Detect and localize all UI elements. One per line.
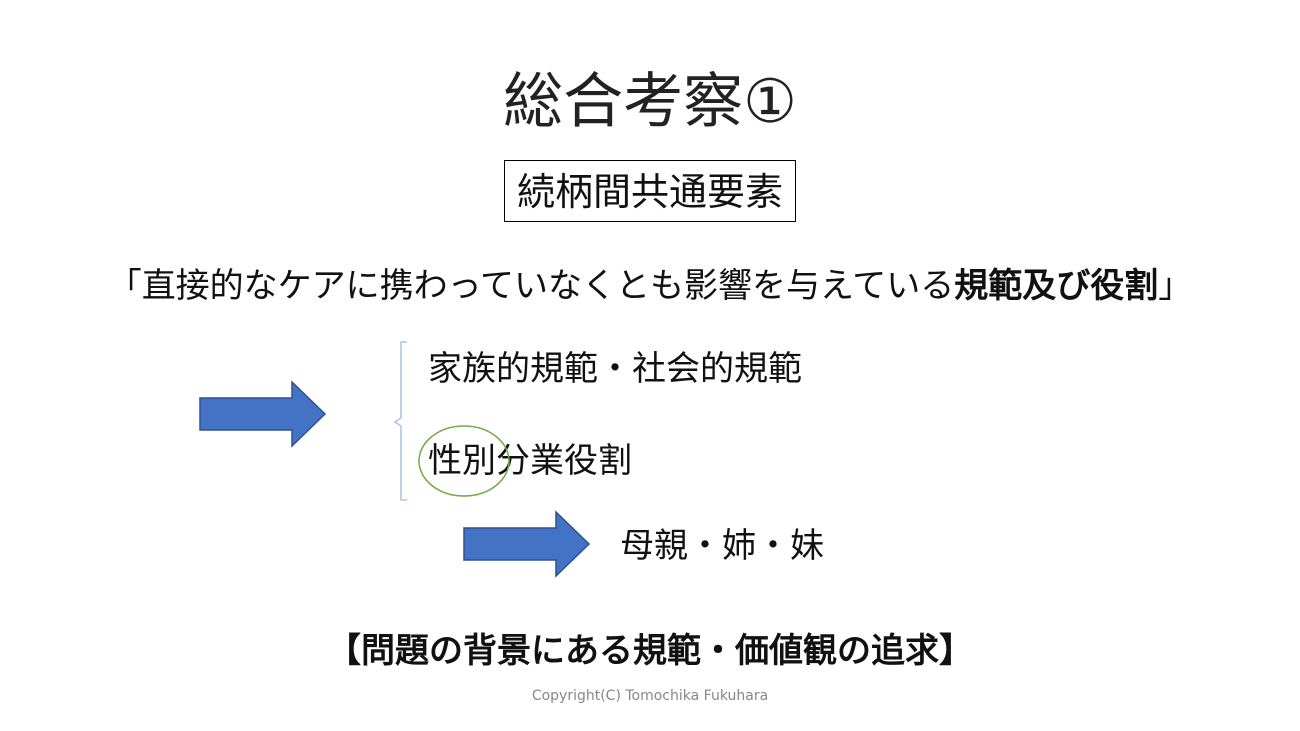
copyright-notice: Copyright(C) Tomochika Fukuhara xyxy=(531,688,769,704)
branch-item-rest-text: 分業役割 xyxy=(496,441,632,481)
highlight-circle xyxy=(418,425,510,497)
branch-item-family-social-norms: 家族的規範・社会的規範 xyxy=(428,349,802,389)
quote-close-bracket: 」 xyxy=(1158,266,1193,306)
left-brace-icon xyxy=(393,341,407,501)
boxed-heading: 続柄間共通要素 xyxy=(503,160,796,222)
quote-bold-text: 規範及び役割 xyxy=(954,266,1159,306)
slide-title: 総合考察① xyxy=(503,67,797,137)
result-text: 母親・姉・妹 xyxy=(620,526,824,566)
boxed-heading-wrapper: 続柄間共通要素 xyxy=(0,160,1300,222)
right-arrow-icon xyxy=(199,380,327,448)
quote-open-bracket: 「 xyxy=(107,266,142,306)
quote-text: 直接的なケアに携わっていなくとも影響を与えている xyxy=(141,266,955,306)
branch-item-circled-text: 性別 xyxy=(428,441,496,481)
right-arrow-icon xyxy=(463,510,591,578)
quote-line: 「直接的なケアに携わっていなくとも影響を与えている規範及び役割」 xyxy=(0,258,1300,314)
conclusion-text: 【問題の背景にある規範・価値観の追求】 xyxy=(327,631,973,671)
branch-item-gender-role: 性別分業役割 xyxy=(428,435,632,487)
